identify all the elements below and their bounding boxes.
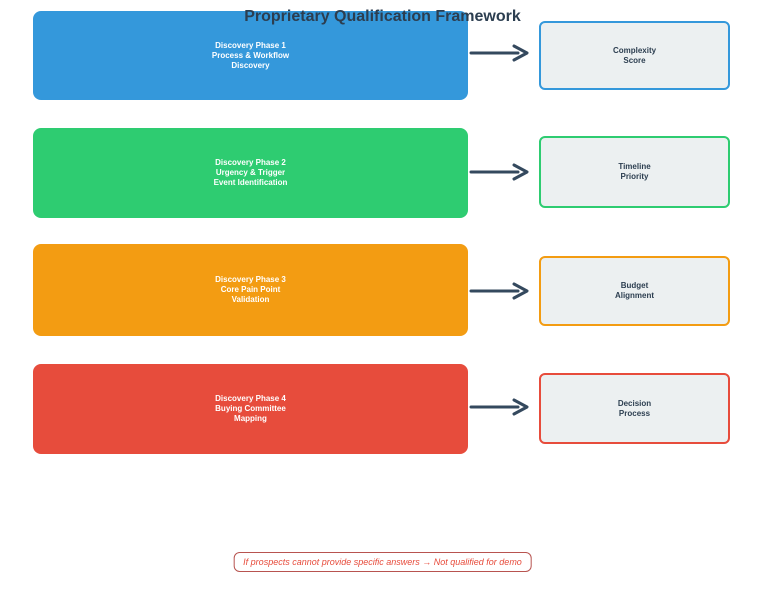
phase-line: Discovery Phase 3 xyxy=(215,275,286,284)
result-box-timeline-priority: Timeline Priority xyxy=(539,136,730,208)
qualification-note: If prospects cannot provide specific ans… xyxy=(233,552,532,572)
phase-line: Urgency & Trigger xyxy=(215,168,286,177)
phase-line: Validation xyxy=(231,295,270,304)
right-arrow-icon xyxy=(469,398,529,416)
result-line: Alignment xyxy=(614,291,655,300)
phase-line: Discovery Phase 1 xyxy=(215,40,286,50)
result-line: Priority xyxy=(620,172,649,181)
phase-line: Discovery Phase 4 xyxy=(215,394,286,403)
phase-box-discovery-3: Discovery Phase 3 Core Pain Point Valida… xyxy=(33,244,468,336)
phase-line: Process & Workflow xyxy=(211,50,290,60)
right-arrow-icon xyxy=(469,282,529,300)
phase-line: Discovery xyxy=(231,60,270,70)
phase-box-discovery-4: Discovery Phase 4 Buying Committee Mappi… xyxy=(33,364,468,454)
result-box-decision-process: Decision Process xyxy=(539,373,730,444)
phase-box-discovery-1: Discovery Phase 1 Process & Workflow Dis… xyxy=(33,11,468,100)
result-line: Complexity xyxy=(612,45,657,55)
phase-line: Core Pain Point xyxy=(220,285,281,294)
result-line: Decision xyxy=(617,398,652,408)
result-box-complexity-score: Complexity Score xyxy=(539,21,730,90)
right-arrow-icon xyxy=(469,44,529,62)
result-line: Budget xyxy=(620,281,649,290)
phase-line: Event Identification xyxy=(213,178,288,187)
result-line: Timeline xyxy=(618,162,651,171)
result-line: Process xyxy=(618,408,651,418)
result-line: Score xyxy=(623,55,646,65)
phase-box-discovery-2: Discovery Phase 2 Urgency & Trigger Even… xyxy=(33,128,468,218)
phase-line: Mapping xyxy=(234,414,267,423)
page-title: Proprietary Qualification Framework xyxy=(244,8,521,25)
phase-line: Discovery Phase 2 xyxy=(215,158,286,167)
phase-line: Buying Committee xyxy=(215,404,286,413)
result-box-budget-alignment: Budget Alignment xyxy=(539,256,730,326)
right-arrow-icon xyxy=(469,163,529,181)
